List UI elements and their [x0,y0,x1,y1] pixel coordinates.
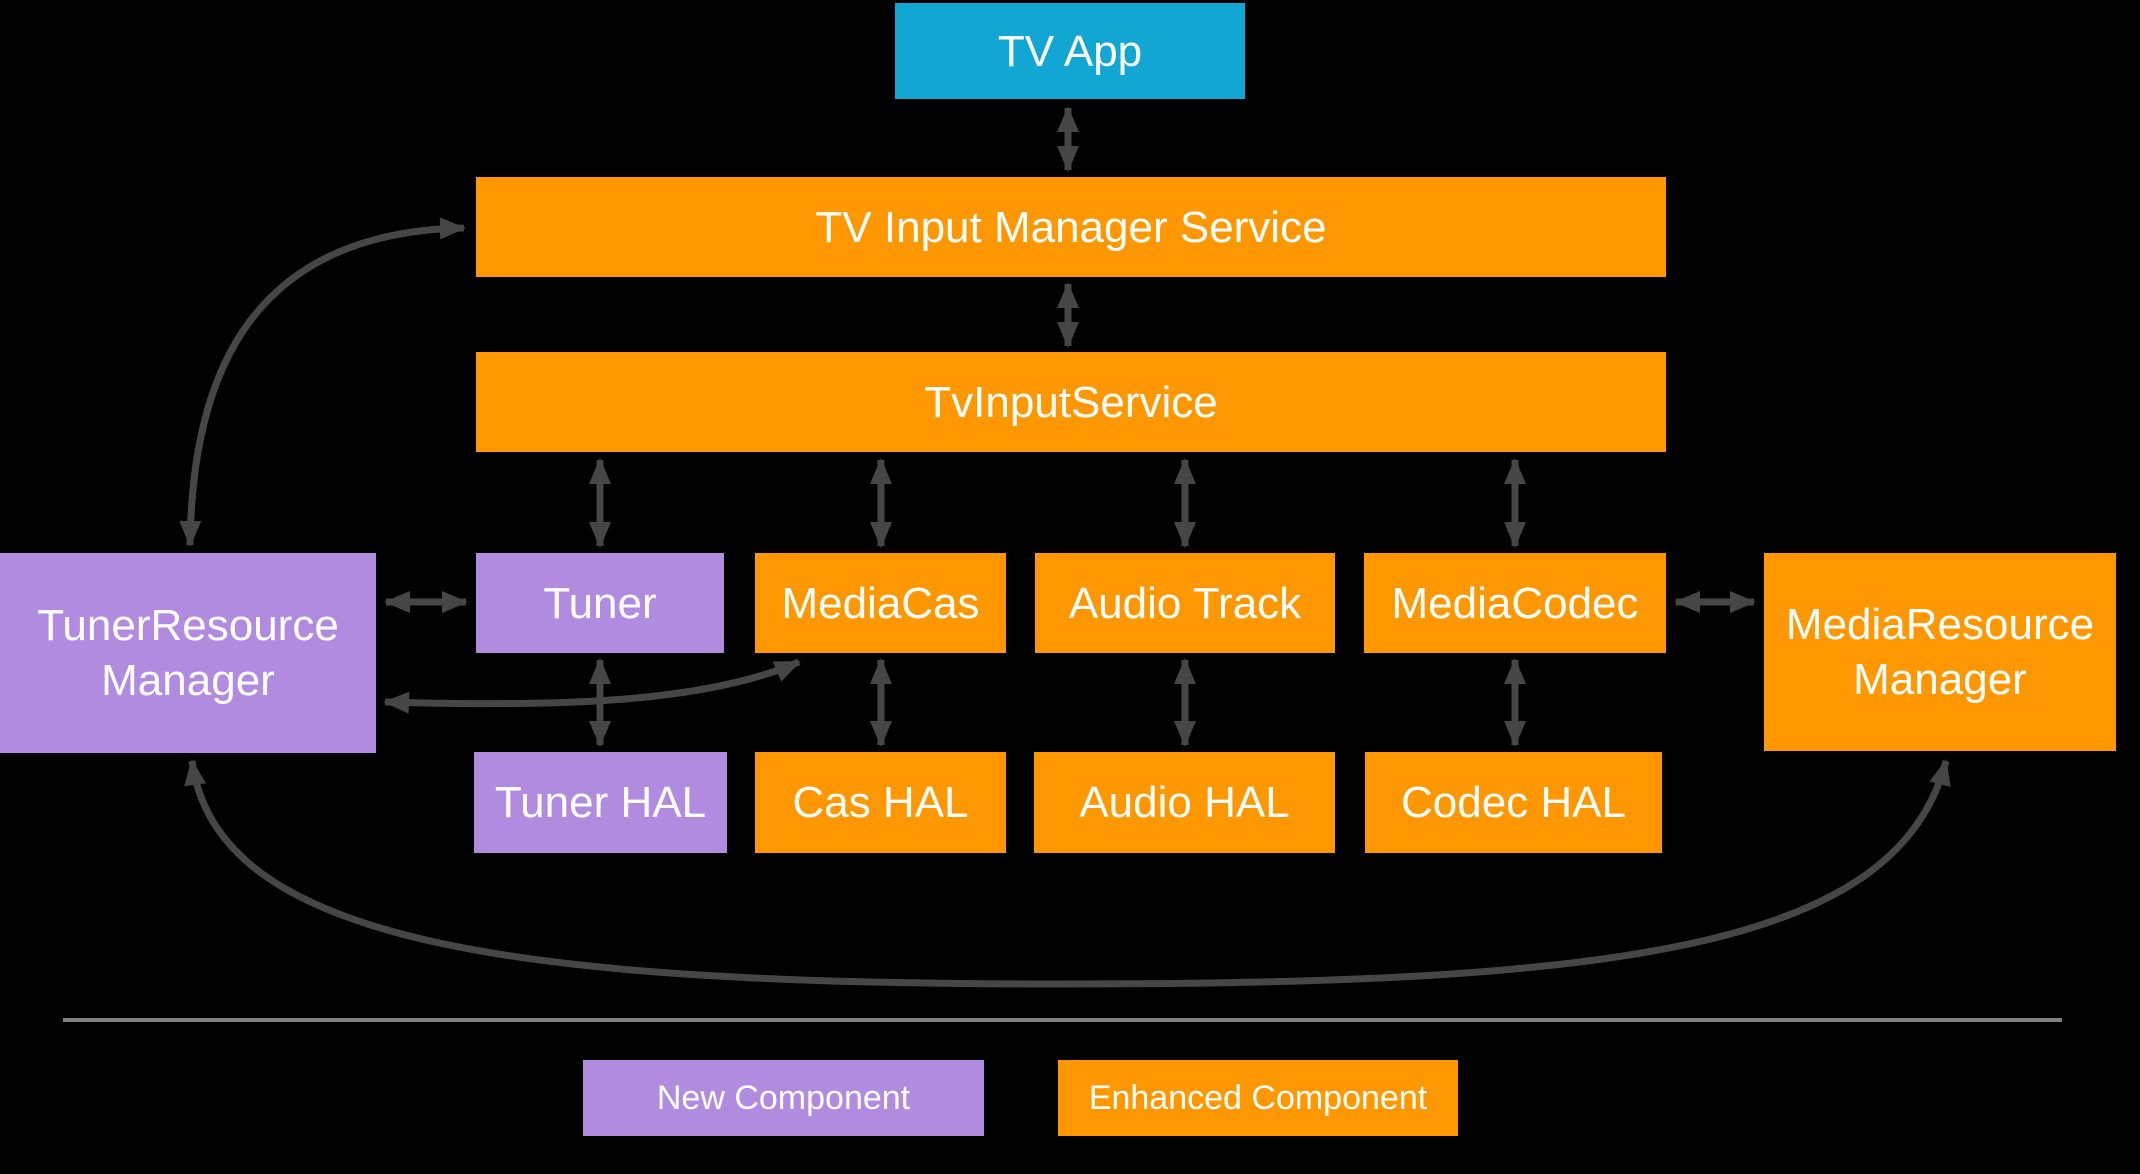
legend-divider [63,1018,2062,1022]
node-media-cas-label: MediaCas [781,578,980,628]
node-tv-app: TV App [895,3,1245,99]
node-media-resource-manager: MediaResource Manager [1764,553,2116,751]
node-tuner-resource-manager: TunerResource Manager [0,553,376,753]
node-tv-app-label: TV App [997,26,1143,76]
node-media-codec: MediaCodec [1364,553,1666,653]
arrow-trm-mrm-curved [184,759,1951,988]
node-tv-input-manager-service-label: TV Input Manager Service [815,202,1327,252]
node-tv-input-manager-service: TV Input Manager Service [476,177,1666,277]
node-tuner-resource-manager-label: TunerResource Manager [37,601,339,705]
node-media-cas: MediaCas [755,553,1006,653]
node-tuner-hal-label: Tuner HAL [494,778,707,827]
legend-enhanced-component: Enhanced Component [1058,1060,1458,1136]
arrow-trm-mediacas-curved [383,658,801,714]
node-media-resource-manager-label: MediaResource Manager [1785,600,2095,704]
node-tv-input-service-label: TvInputService [924,377,1218,427]
node-audio-hal: Audio HAL [1034,752,1335,853]
node-media-codec-label: MediaCodec [1391,578,1639,628]
arrow-trm-tims-curved [179,217,466,547]
node-audio-hal-label: Audio HAL [1079,778,1290,827]
node-tuner-label: Tuner [543,578,657,628]
legend-new-component-label: New Component [656,1078,911,1117]
node-tuner-hal: Tuner HAL [474,752,727,853]
node-audio-track: Audio Track [1035,553,1335,653]
legend-enhanced-component-label: Enhanced Component [1088,1078,1428,1117]
node-tuner: Tuner [476,553,724,653]
node-tv-input-service: TvInputService [476,352,1666,452]
node-codec-hal-label: Codec HAL [1400,778,1626,827]
node-codec-hal: Codec HAL [1365,752,1662,853]
node-cas-hal: Cas HAL [755,752,1006,853]
node-audio-track-label: Audio Track [1068,578,1302,628]
node-cas-hal-label: Cas HAL [792,778,969,827]
legend-new-component: New Component [583,1060,984,1136]
